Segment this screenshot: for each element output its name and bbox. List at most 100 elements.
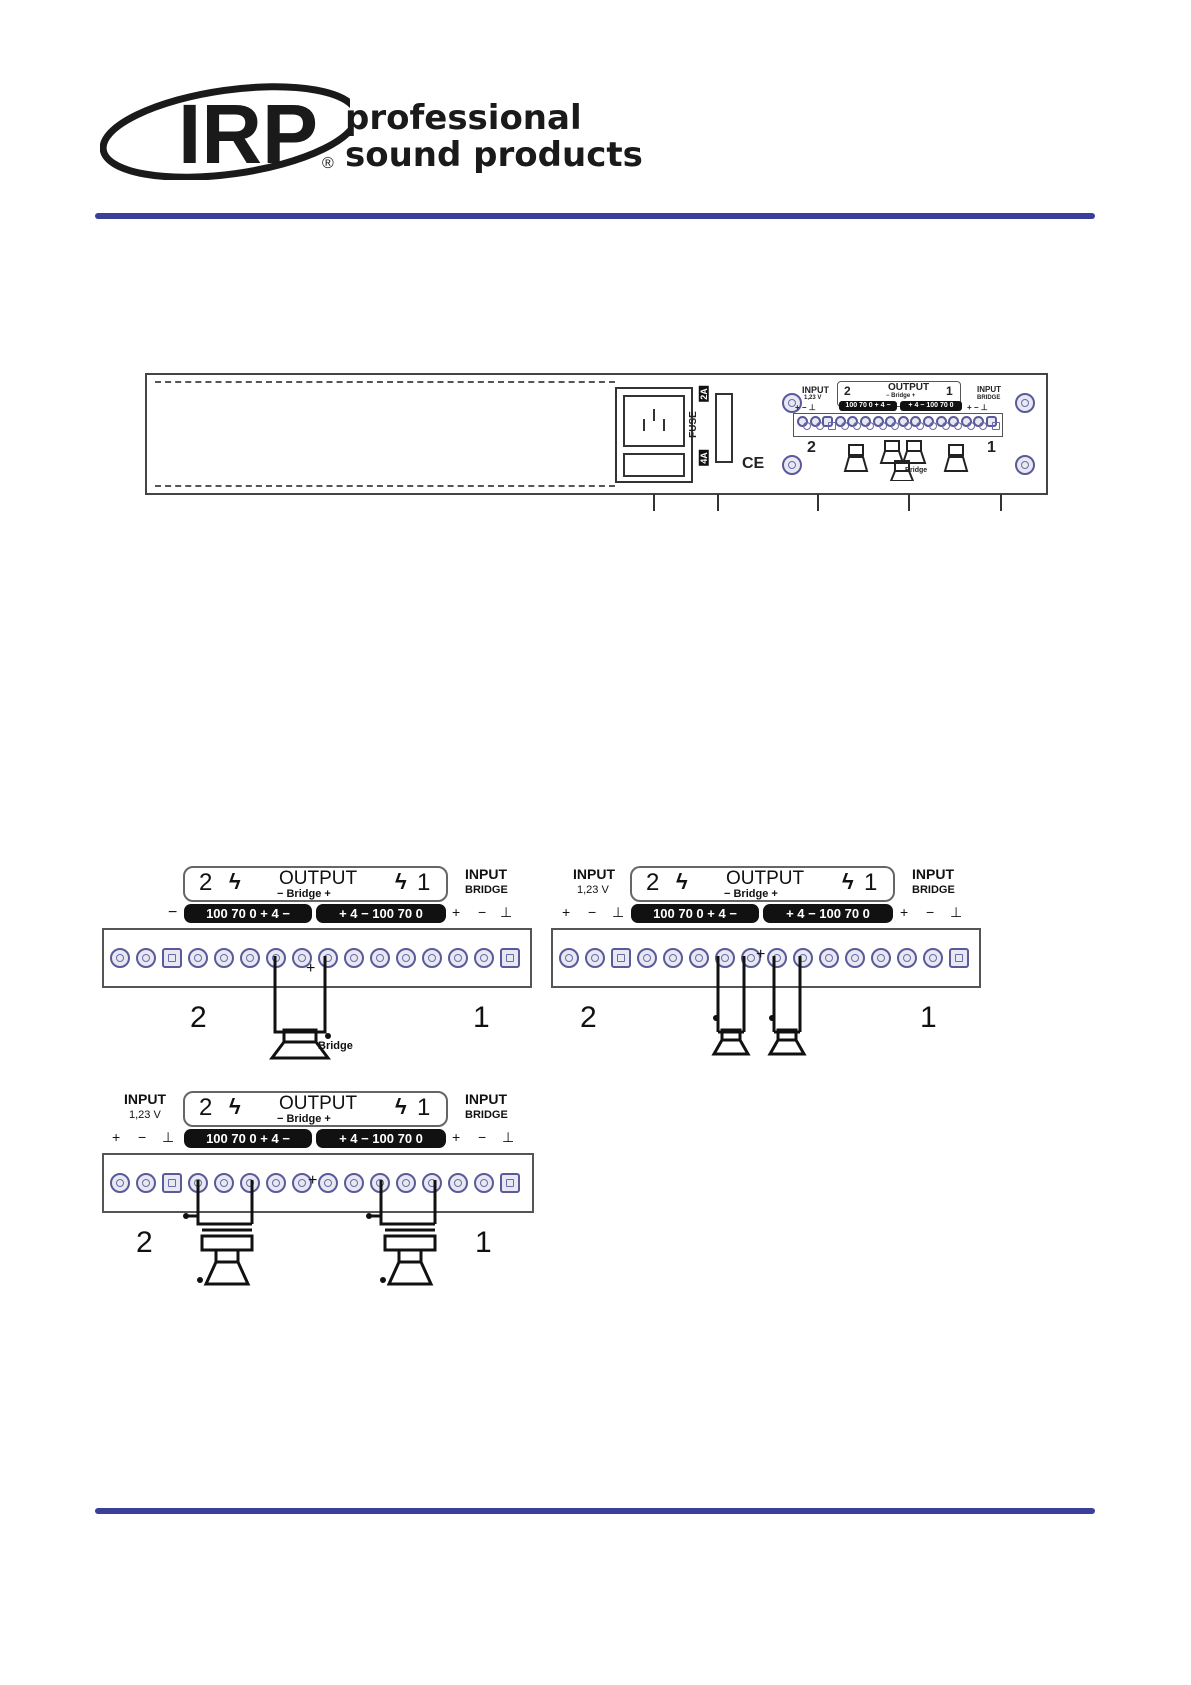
- diagB-in1-ground: ⊥: [950, 904, 963, 920]
- panel-channel-1: 1: [987, 439, 996, 456]
- panel-input2-signs: + − ⊥: [795, 403, 816, 412]
- diagB-ch2-taps: 100 70 0 + 4 −: [631, 904, 759, 923]
- diagA-lightning-left: ϟ: [229, 869, 241, 894]
- panel-bottom-dash: [155, 485, 615, 487]
- screw-terminal: [871, 948, 891, 968]
- diagC-bridge-polarity: − Bridge +: [277, 1113, 331, 1125]
- screw-terminal: [240, 1173, 260, 1193]
- screw-terminal: [318, 1173, 338, 1193]
- screw-terminal: [500, 1173, 520, 1193]
- diagC-output-label: OUTPUT: [279, 1093, 358, 1114]
- screw-terminal: [344, 1173, 364, 1193]
- fuse-rating-4a: 4A: [698, 450, 709, 466]
- panel-output-bridge: − Bridge +: [886, 393, 916, 399]
- screw-terminal: [715, 948, 735, 968]
- callout-line-2: [717, 494, 719, 511]
- fuse-drawer: [623, 453, 685, 477]
- screw-terminal: [834, 416, 849, 430]
- panel-output-label: OUTPUT: [888, 382, 930, 393]
- panel-input2-label: INPUT: [802, 385, 829, 395]
- diagB-ch1-digit: 1: [864, 869, 878, 896]
- screw-terminal: [960, 416, 975, 430]
- screw-terminal: [318, 948, 338, 968]
- logo-letters: IRP: [178, 87, 318, 180]
- diagA-lightning-right: ϟ: [395, 869, 407, 894]
- diagA-ch1-taps: + 4 − 100 70 0: [316, 904, 446, 923]
- diagC-lightning-right: ϟ: [395, 1094, 407, 1119]
- screw-terminal: [897, 948, 917, 968]
- diagB-bridge-polarity: − Bridge +: [724, 888, 778, 900]
- callout-line-3: [817, 494, 819, 511]
- screw-terminal: [611, 948, 631, 968]
- screw-terminal: [422, 948, 442, 968]
- diagA-output-box: 2 ϟ OUTPUT − Bridge + ϟ 1: [183, 866, 448, 902]
- screw-terminal: [822, 416, 837, 430]
- panel-speaker-icons: [843, 440, 969, 481]
- diagB-speakers: [711, 956, 807, 1056]
- power-inlet: [615, 387, 693, 483]
- screw-terminal: [370, 948, 390, 968]
- diagA-in-minus: −: [478, 904, 487, 920]
- screw-terminal: [162, 1173, 182, 1193]
- screw-terminal: [793, 948, 813, 968]
- diagA-ch1-digit: 1: [417, 869, 431, 896]
- diagC-speaker-ch2: [183, 1180, 254, 1286]
- diagB-in-ground: ⊥: [612, 904, 625, 920]
- diagA-in-ground: ⊥: [500, 904, 513, 920]
- diagC-in-ground: ⊥: [162, 1129, 175, 1145]
- screw-terminal: [910, 416, 925, 430]
- panel-channel-2: 2: [807, 439, 816, 456]
- screw-terminal: [422, 1173, 442, 1193]
- screw-terminal: [188, 948, 208, 968]
- diagA-side-2: 2: [190, 1001, 207, 1034]
- diagC-in1-ground: ⊥: [502, 1129, 515, 1145]
- screw-terminal: [344, 948, 364, 968]
- diagC-in-minus: −: [138, 1129, 147, 1145]
- screw-terminal: [819, 948, 839, 968]
- diagA-input-bridge: BRIDGE: [465, 884, 508, 896]
- screw-terminal: [797, 416, 811, 430]
- diagC-ch1-taps: + 4 − 100 70 0: [316, 1129, 446, 1148]
- screw-terminal: [136, 948, 156, 968]
- tagline-line-1: professional: [345, 98, 582, 138]
- panel-ch1-number: 1: [946, 384, 953, 398]
- panel-terminal-strip: [793, 413, 1003, 437]
- panel-input1-label: INPUT: [977, 385, 1001, 394]
- diagA-output-label: OUTPUT: [279, 868, 358, 889]
- diagB-lightning-left: ϟ: [676, 869, 688, 894]
- screw-terminal: [474, 1173, 494, 1193]
- diagB-input-label: INPUT: [573, 866, 615, 882]
- screw-terminal: [559, 948, 579, 968]
- screw-terminal: [585, 948, 605, 968]
- screw-terminal: [110, 948, 130, 968]
- callout-line-1: [653, 494, 655, 511]
- diagA-bridge-polarity: − Bridge +: [277, 888, 331, 900]
- screw-terminal: [474, 948, 494, 968]
- footer-rule: [95, 1508, 1095, 1514]
- screw-terminal: [214, 1173, 234, 1193]
- screw-terminal: [860, 416, 874, 430]
- diagC-ch2-taps: 100 70 0 + 4 −: [184, 1129, 312, 1148]
- panel-top-dash: [155, 381, 615, 383]
- screw-terminal: [266, 1173, 286, 1193]
- header-rule: [95, 213, 1095, 219]
- diagA-input-label: INPUT: [465, 866, 507, 882]
- fuse-label: FUSE: [687, 411, 699, 438]
- fuse-cap: [715, 393, 733, 463]
- iec-socket: [623, 395, 685, 447]
- screw-terminal: [935, 416, 950, 430]
- screw-terminal: [689, 948, 709, 968]
- fuse-rating-2a: 2A: [698, 386, 709, 402]
- diagA-bridge-speaker: [269, 956, 331, 1060]
- diagB-center-mark: +: [756, 946, 766, 963]
- diagA-side-1: 1: [473, 1001, 490, 1034]
- diagB-side-1: 1: [920, 1001, 937, 1034]
- diagB-in-plus: +: [562, 904, 571, 920]
- diagB-ch2-digit: 2: [646, 869, 660, 896]
- diagC-input1-label: INPUT: [465, 1091, 507, 1107]
- diagC-center-mark: +: [308, 1172, 318, 1189]
- screw-terminal: [396, 948, 416, 968]
- screw-terminal: [973, 416, 988, 430]
- panel-ch2-taps: 100 70 0 + 4 −: [839, 401, 897, 411]
- diagA-center-mark: +: [306, 960, 316, 977]
